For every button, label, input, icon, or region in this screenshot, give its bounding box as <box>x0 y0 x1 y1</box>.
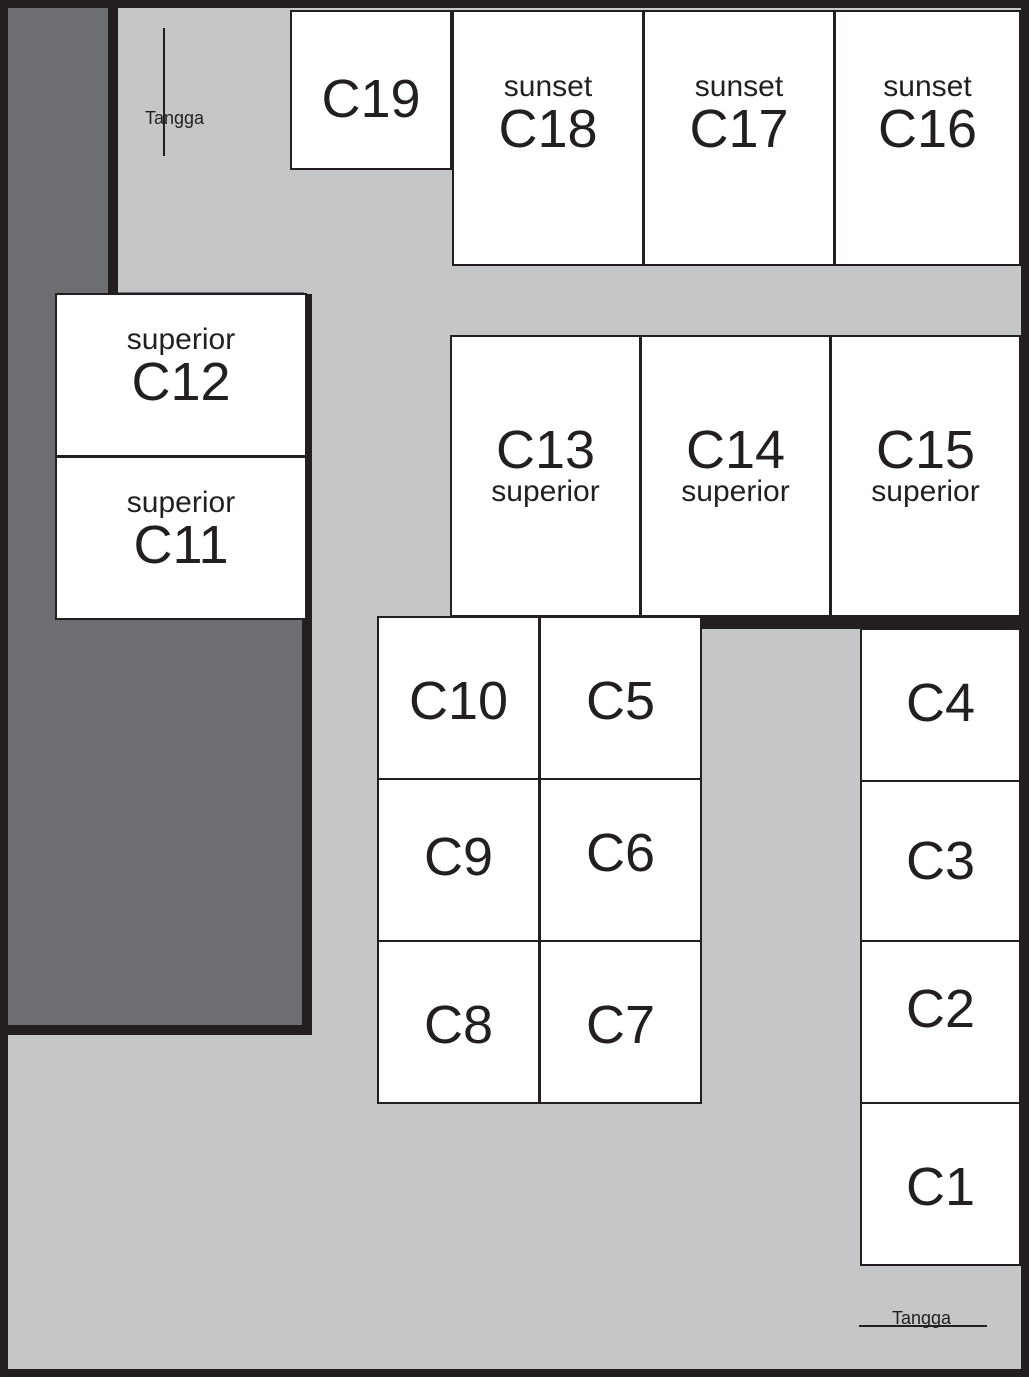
room-c2[interactable]: C2 <box>860 940 1021 1104</box>
room-code: C13 <box>495 420 596 480</box>
wall-dark-right <box>302 294 312 1034</box>
room-code: C6 <box>585 823 656 883</box>
room-code: C3 <box>905 831 976 891</box>
room-c5[interactable]: C5 <box>539 616 702 780</box>
stairs-label-bottom: Tangga <box>892 1308 952 1328</box>
room-code: C1 <box>905 1157 976 1217</box>
room-c12[interactable]: superior C12 <box>55 293 307 457</box>
room-c17[interactable]: sunset C17 <box>643 10 835 266</box>
room-code: C15 <box>875 420 976 480</box>
stairs-label-top: Tangga <box>145 108 205 128</box>
room-c15[interactable]: C15 superior <box>830 335 1021 617</box>
room-c3[interactable]: C3 <box>860 780 1021 942</box>
room-code: C17 <box>689 99 789 159</box>
room-c7[interactable]: C7 <box>539 940 702 1104</box>
room-code: C2 <box>905 979 976 1039</box>
room-code: C4 <box>905 673 976 733</box>
room-code: C12 <box>131 352 231 412</box>
room-c16[interactable]: sunset C16 <box>834 10 1021 266</box>
room-code: C14 <box>685 420 786 480</box>
room-code: C8 <box>423 995 494 1055</box>
room-code: C5 <box>585 671 656 731</box>
room-type: sunset <box>503 70 593 103</box>
wall-dark-bottom <box>8 1025 312 1035</box>
room-type: sunset <box>694 70 784 103</box>
room-c14[interactable]: C14 superior <box>640 335 831 617</box>
room-type: superior <box>681 475 790 508</box>
room-code: C11 <box>133 515 229 575</box>
room-type: superior <box>126 323 236 356</box>
room-type: superior <box>491 475 600 508</box>
wall-upper-left <box>108 8 118 296</box>
wall-middle-right <box>700 613 1021 629</box>
stairs-line-top <box>163 28 165 156</box>
room-code: C9 <box>423 827 494 887</box>
stairs-line-bottom <box>859 1325 987 1327</box>
room-type: superior <box>871 475 980 508</box>
room-c18[interactable]: sunset C18 <box>452 10 644 266</box>
room-type: superior <box>126 486 236 519</box>
room-type: sunset <box>883 70 972 103</box>
room-c11[interactable]: superior C11 <box>55 456 307 620</box>
room-code: C7 <box>585 995 656 1055</box>
room-c6[interactable]: C6 <box>539 778 702 942</box>
room-c8[interactable]: C8 <box>377 940 540 1104</box>
room-c13[interactable]: C13 superior <box>450 335 641 617</box>
room-c1[interactable]: C1 <box>860 1102 1021 1266</box>
room-code: C16 <box>877 99 978 159</box>
room-code: C10 <box>408 671 509 731</box>
room-c4[interactable]: C4 <box>860 628 1021 782</box>
room-code: C19 <box>321 69 421 129</box>
room-code: C18 <box>498 99 598 159</box>
room-c19[interactable]: C19 <box>290 10 452 170</box>
room-c9[interactable]: C9 <box>377 778 540 942</box>
room-c10[interactable]: C10 <box>377 616 540 780</box>
